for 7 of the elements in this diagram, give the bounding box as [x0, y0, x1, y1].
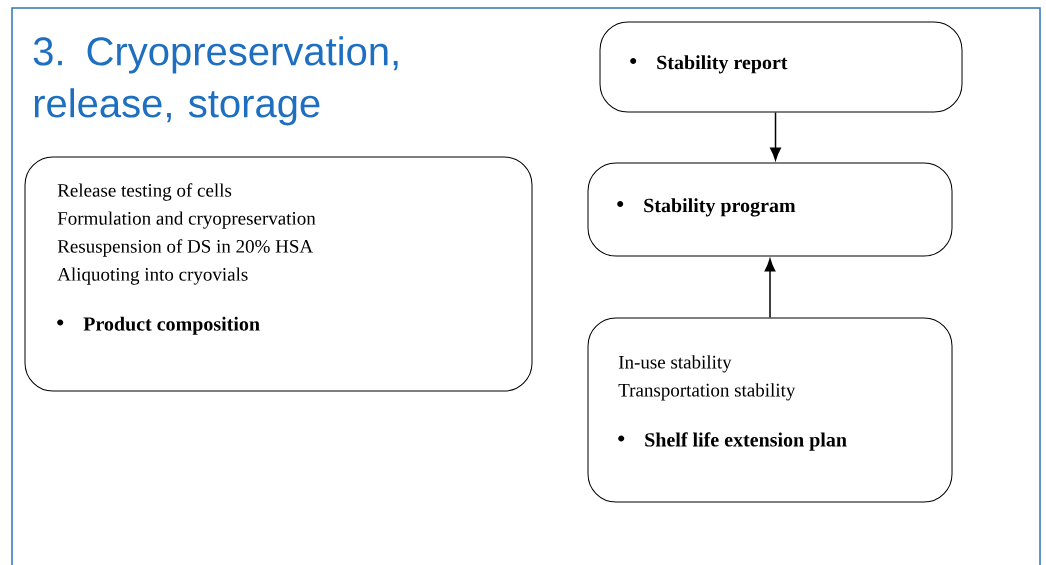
process-box: Release testing of cells Formulation and cryopreservation Resuspension of DS in 20% HSA Aliquoting into cryovials Product composition — [24, 156, 533, 392]
arrow — [764, 258, 776, 319]
arrow — [770, 111, 781, 161]
process-box: Stability report — [599, 21, 963, 113]
title: 3. Cryopreservation, release, storage — [33, 36, 398, 126]
process-box: In-use stability Transportation stability Shelf life extension plan — [587, 317, 953, 503]
process-box: Stability program — [587, 162, 953, 257]
